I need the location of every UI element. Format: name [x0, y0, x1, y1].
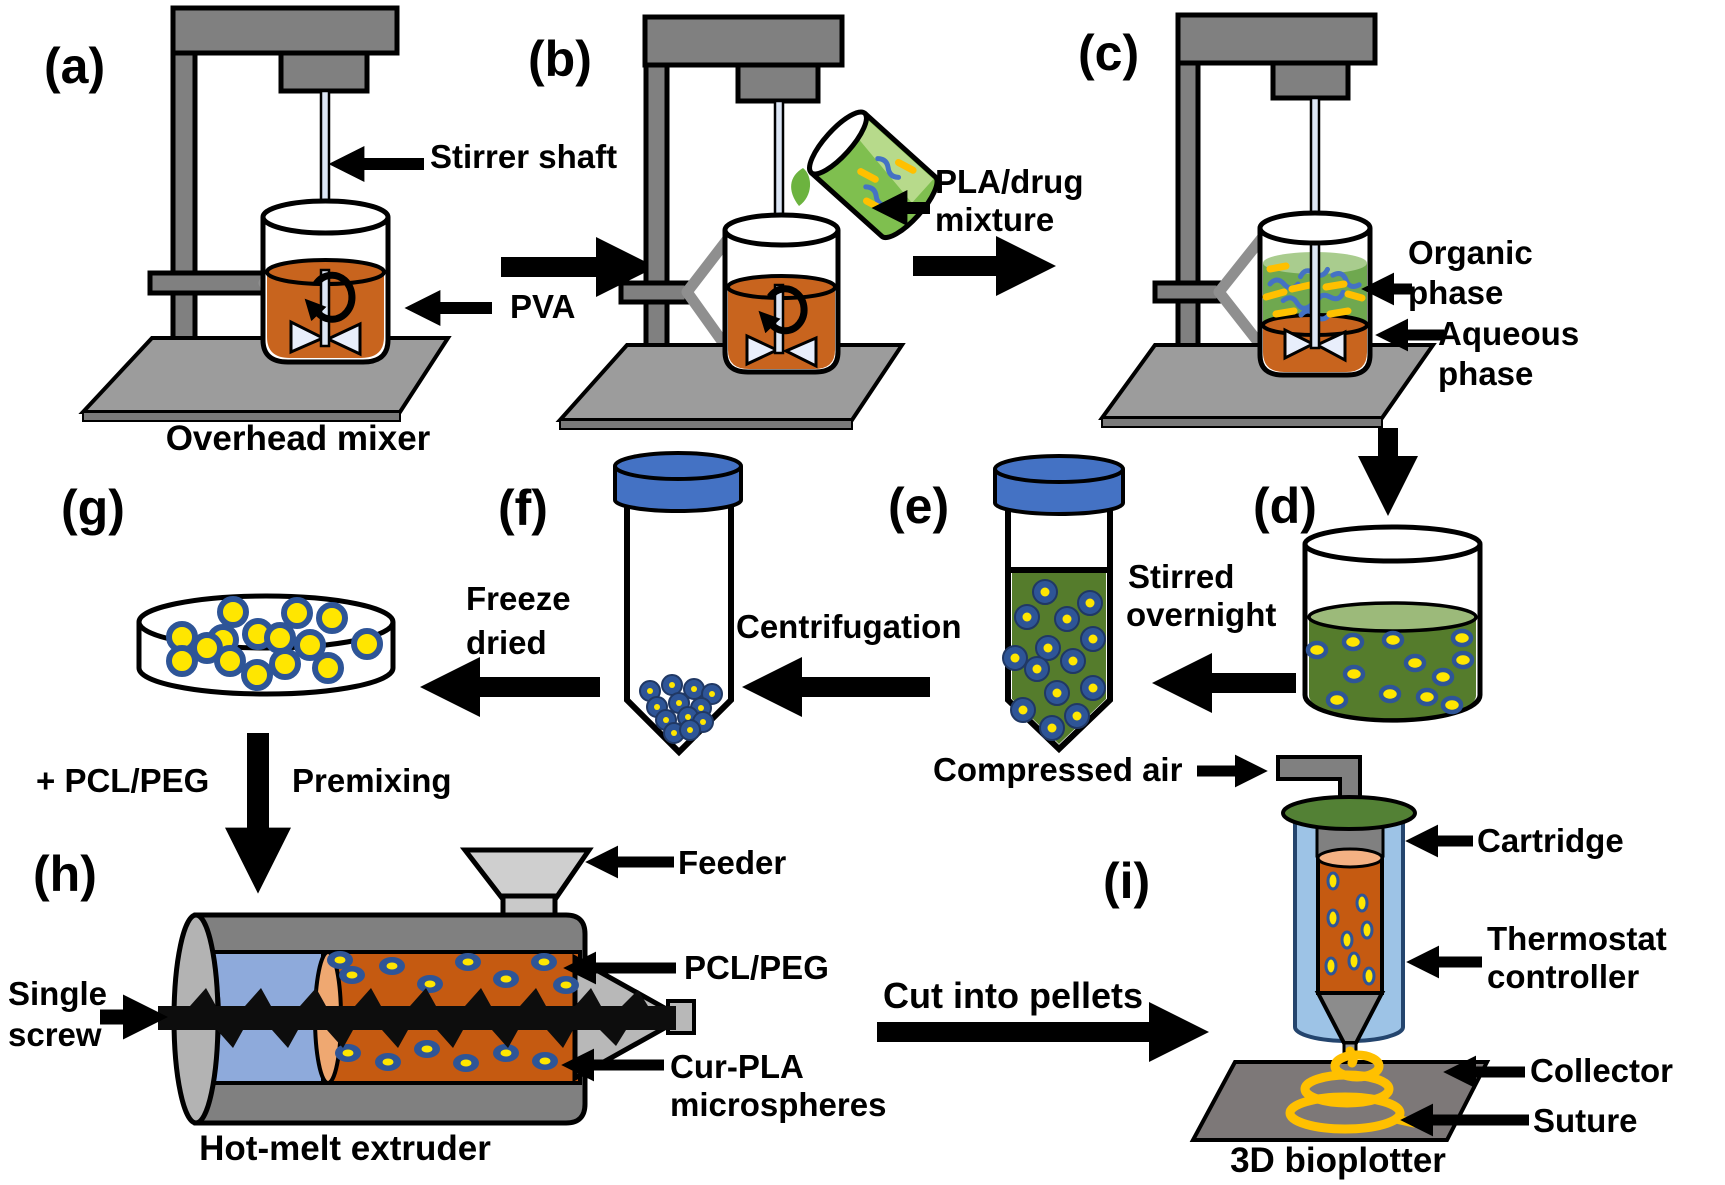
cur-pla-label-1: Cur-PLA — [670, 1048, 804, 1085]
panel-f-pellet-tube: (f) Freeze dried — [466, 451, 743, 757]
screw-flights — [190, 988, 648, 1048]
aqueous-label-2: phase — [1438, 355, 1533, 392]
stand-top-bar-c — [1175, 12, 1378, 66]
clamp-bar-a — [147, 270, 267, 296]
base-plate-edge-b — [559, 419, 853, 430]
stand-top-bar-a — [170, 5, 400, 56]
impeller-a — [289, 319, 362, 357]
stirrer-shaft-label: Stirrer shaft — [430, 138, 617, 175]
add-pcl-peg-label: + PCL/PEG — [36, 762, 209, 799]
panel-e-tag: (e) — [888, 478, 949, 534]
pla-drug-label-1: PLA/drug — [935, 163, 1083, 200]
microspheres-extruder — [327, 951, 579, 1072]
panel-g-tag: (g) — [61, 480, 125, 536]
microspheres-cartridge — [1324, 871, 1376, 986]
suture-label: Suture — [1533, 1102, 1638, 1139]
pour-stream-drop — [791, 168, 811, 206]
hot-melt-extruder-caption: Hot-melt extruder — [199, 1129, 491, 1168]
cartridge-cap — [1281, 795, 1417, 831]
impeller-c — [1283, 327, 1347, 363]
mixer-motor-c — [1270, 60, 1351, 101]
microspheres-e — [1002, 579, 1106, 741]
panel-f-tag: (f) — [498, 480, 548, 536]
microsphere-pellet — [639, 674, 723, 744]
base-plate-edge-a — [82, 411, 401, 422]
cartridge-melt-surface — [1316, 847, 1384, 869]
single-screw-label-1: Single — [8, 975, 107, 1012]
cartridge-label: Cartridge — [1477, 822, 1624, 859]
panel-a-tag: (a) — [44, 38, 105, 94]
mixer-motor-b — [735, 62, 821, 104]
stand-post-b — [643, 57, 670, 388]
stand-post-a — [170, 47, 198, 385]
organic-label-1: Organic — [1408, 234, 1533, 271]
panel-a-overhead-mixer: (a) Stirrer shaft PVA Overhead mixer — [44, 5, 617, 458]
collector-label: Collector — [1530, 1052, 1673, 1089]
panel-i-tag: (i) — [1103, 853, 1150, 909]
panel-h-tag: (h) — [33, 846, 97, 902]
thermostat-label-1: Thermostat — [1487, 920, 1667, 957]
microspheres-d — [1305, 628, 1475, 715]
suspension-surface — [1307, 601, 1478, 633]
organic-label-2: phase — [1408, 274, 1503, 311]
beaker-b-rim — [722, 212, 841, 248]
rotation-arrow-b — [758, 285, 808, 335]
cur-pla-label-2: microspheres — [670, 1086, 886, 1123]
panel-c-two-phases: (c) Organic phase Aqueous phase — [1078, 12, 1579, 428]
single-screw-label-2: screw — [8, 1016, 102, 1053]
pcl-peg-label: PCL/PEG — [684, 949, 829, 986]
panel-b-add-pla-drug: (b) PLA/drug mixture — [528, 14, 1083, 430]
clamp-bar-c — [1152, 280, 1222, 304]
mixer-motor-a — [278, 50, 370, 94]
panel-i-3d-bioplotter: (i) Cartridge Thermostat controller Coll… — [1103, 755, 1673, 1180]
premixing-label: Premixing — [292, 762, 452, 799]
beaker-a-rim — [260, 198, 391, 236]
panel-h-hot-melt-extruder: (h) — [8, 844, 886, 1168]
clamp-bar-b — [618, 280, 690, 305]
panel-d-emulsion-beaker: (d) Stirred overnight — [1126, 478, 1483, 723]
panel-e-centrifuge-tube: (e) Centrifugation Compressed air — [736, 454, 1268, 788]
panel-c-tag: (c) — [1078, 25, 1139, 81]
impeller-b — [745, 333, 818, 369]
aqueous-label-1: Aqueous — [1438, 315, 1579, 352]
single-screw-shaft — [158, 1006, 676, 1030]
stand-top-bar-b — [642, 14, 845, 68]
panel-g-microsphere-dish: (g) + PCL/PEG Premixing — [36, 480, 452, 894]
stand-post-c — [1175, 55, 1201, 383]
freeze-label-1: Freeze — [466, 580, 571, 617]
thermostat-label-2: controller — [1487, 958, 1639, 995]
pva-label: PVA — [510, 288, 575, 325]
rotation-arrow-a — [304, 271, 356, 323]
beaker-c-rim — [1257, 210, 1373, 246]
compressed-air-label: Compressed air — [933, 751, 1183, 788]
overhead-mixer-caption: Overhead mixer — [166, 419, 431, 458]
beaker-d-rim — [1302, 524, 1483, 564]
panel-d-tag: (d) — [1253, 478, 1317, 534]
freeze-label-2: dried — [466, 624, 547, 661]
pla-drug-label-2: mixture — [935, 201, 1054, 238]
stirred-label-1: Stirred — [1128, 558, 1234, 595]
base-plate-edge-c — [1101, 417, 1383, 428]
microspheres-g — [166, 596, 383, 691]
feeder-label: Feeder — [678, 844, 786, 881]
bioplotter-caption: 3D bioplotter — [1230, 1141, 1446, 1180]
stirred-label-2: overnight — [1126, 596, 1276, 633]
panel-b-tag: (b) — [528, 31, 592, 87]
centrifugation-label: Centrifugation — [736, 608, 961, 645]
cut-into-pellets-label: Cut into pellets — [883, 975, 1143, 1016]
